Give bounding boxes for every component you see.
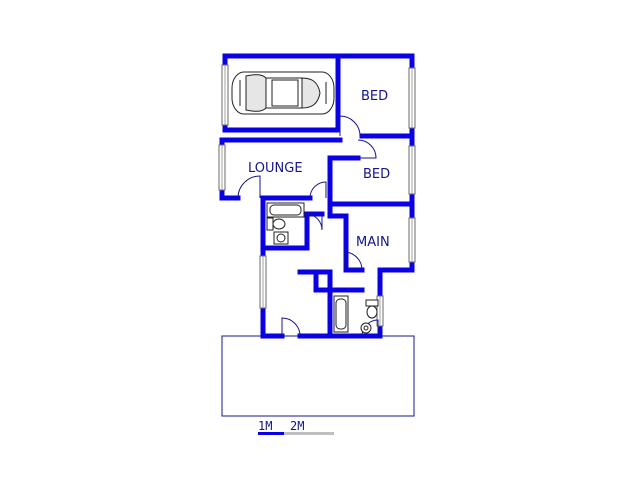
scale-segment-dark [258, 432, 284, 435]
basin-icon [360, 322, 372, 334]
toilet-icon [365, 299, 379, 319]
scale-label-2m: 2M [290, 419, 304, 433]
patio-outline [221, 335, 415, 417]
scale-segment-light [284, 432, 334, 435]
window-icon [218, 64, 416, 327]
basin-icon [273, 231, 289, 245]
room-label-bed-2: BED [363, 167, 390, 182]
bathtub-icon [333, 295, 349, 333]
room-label-main: MAIN [356, 235, 390, 250]
room-label-bed-1: BED [361, 89, 388, 104]
toilet-icon [266, 217, 286, 231]
bathtub-icon [266, 202, 305, 218]
room-label-lounge: LOUNGE [248, 161, 303, 176]
scale-label-1m: 1M [258, 419, 272, 433]
car-icon [231, 71, 335, 115]
scale-bar: 1M 2M [258, 419, 334, 435]
